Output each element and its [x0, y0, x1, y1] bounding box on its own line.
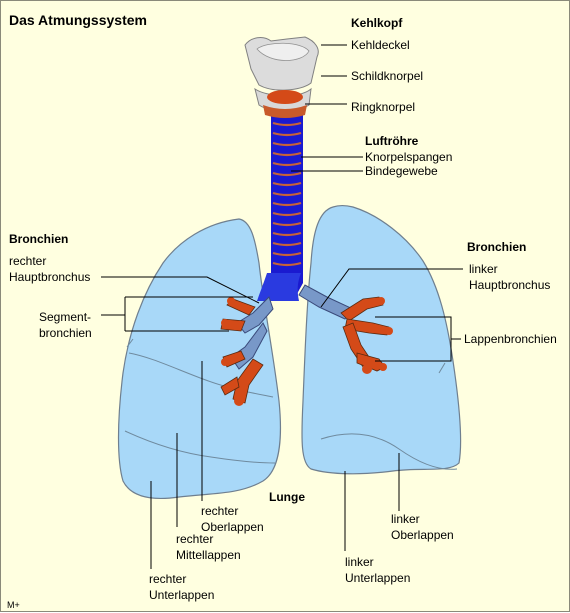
right-bronchial-tree [220, 296, 274, 406]
label-rechter-mittellappen: rechter Mittellappen [176, 532, 241, 562]
right-lung [117, 218, 282, 500]
diagram-title: Das Atmungssystem [9, 12, 147, 28]
label-linker-oberlappen: linker Oberlappen [391, 512, 454, 542]
label-lappenbronchien: Lappenbronchien [464, 332, 557, 346]
left-lung [301, 204, 462, 475]
left-lung-fissures [320, 362, 458, 470]
right-lung-fissures [124, 338, 276, 464]
section-lunge: Lunge [269, 490, 305, 504]
label-bindegewebe: Bindegewebe [365, 164, 438, 178]
corner-mark: M+ [7, 600, 20, 610]
left-bronchial-tree [298, 284, 393, 374]
trachea [257, 113, 303, 301]
leader-lines [101, 44, 463, 569]
label-ringknorpel: Ringknorpel [351, 100, 416, 114]
section-bronchien-right-side: Bronchien [9, 232, 69, 246]
label-kehldeckel: Kehldeckel [351, 38, 410, 52]
section-bronchien-left-side: Bronchien [467, 240, 527, 254]
label-schildknorpel: Schildknorpel [351, 69, 424, 83]
larynx [244, 36, 319, 118]
label-segmentbronchien: Segment- bronchien [39, 310, 92, 340]
label-rechter-hauptbronchus: rechter Hauptbronchus [9, 254, 91, 284]
label-rechter-unterlappen: rechter Unterlappen [149, 572, 215, 602]
cartilage-rings [272, 121, 302, 267]
label-linker-unterlappen: linker Unterlappen [345, 555, 411, 585]
label-knorpelspangen: Knorpelspangen [365, 150, 453, 164]
label-rechter-oberlappen: rechter Oberlappen [201, 504, 264, 534]
section-luftroehre: Luftröhre [365, 134, 419, 148]
label-linker-hauptbronchus: linker Hauptbronchus [469, 262, 551, 292]
section-kehlkopf: Kehlkopf [351, 16, 403, 30]
